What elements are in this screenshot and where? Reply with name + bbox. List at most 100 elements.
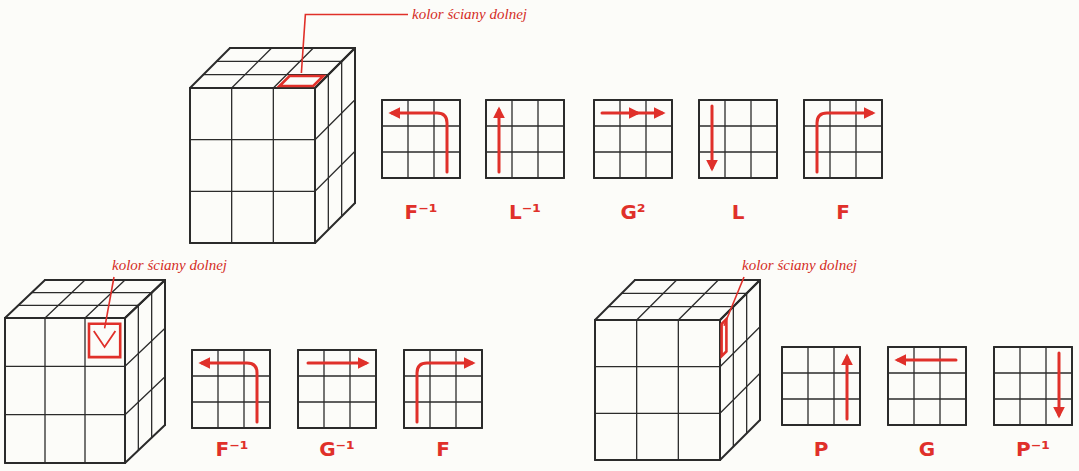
face-grid bbox=[699, 99, 777, 101]
rubik-cube bbox=[190, 48, 355, 243]
cube-edge bbox=[595, 319, 720, 321]
face-grid bbox=[298, 427, 376, 429]
cube-edge bbox=[315, 48, 355, 88]
cube-edge bbox=[328, 75, 329, 230]
face-grid bbox=[191, 350, 193, 428]
face-grid bbox=[481, 350, 483, 428]
cube-edge bbox=[637, 280, 677, 320]
face-grid bbox=[804, 177, 882, 179]
turn-arrow bbox=[846, 357, 849, 419]
cube-edge bbox=[594, 320, 596, 460]
annotation-note: kolor ściany dolnej bbox=[412, 6, 527, 23]
cube-edge bbox=[125, 377, 165, 415]
face-grid bbox=[381, 100, 383, 178]
face-grid bbox=[807, 347, 808, 425]
cube-edge bbox=[635, 279, 760, 281]
turn-arrow bbox=[817, 113, 872, 172]
face-diagram bbox=[804, 100, 882, 178]
face-grid bbox=[486, 177, 564, 179]
cube-edge bbox=[720, 420, 760, 460]
face-grid bbox=[724, 100, 725, 178]
cube-edge bbox=[678, 280, 718, 320]
turn-arrow bbox=[1058, 353, 1061, 415]
face-grid bbox=[486, 99, 564, 101]
face-diagram bbox=[994, 347, 1072, 425]
face-diagram bbox=[382, 100, 460, 178]
move-label: G bbox=[919, 437, 935, 461]
face-diagram bbox=[782, 347, 860, 425]
face-grid bbox=[459, 100, 461, 178]
cube-edge bbox=[5, 414, 125, 415]
face-grid bbox=[859, 347, 861, 425]
cube-edge bbox=[622, 293, 747, 294]
cube-edge bbox=[44, 318, 45, 463]
cube-edge bbox=[190, 139, 315, 140]
move-label: F bbox=[436, 437, 450, 461]
turn-arrow bbox=[498, 110, 501, 172]
cube-edge bbox=[230, 47, 355, 49]
cube-edge bbox=[315, 203, 355, 243]
cube-edge bbox=[232, 48, 272, 88]
cube-edge bbox=[341, 61, 342, 216]
cube-edge bbox=[125, 425, 165, 463]
cube-edge bbox=[315, 151, 355, 191]
face-grid bbox=[511, 100, 512, 178]
face-grid bbox=[298, 401, 376, 402]
face-grid bbox=[671, 100, 673, 178]
face-grid bbox=[375, 350, 377, 428]
cube-edge bbox=[315, 100, 355, 140]
cube-edge bbox=[164, 280, 166, 425]
face-grid bbox=[750, 100, 751, 178]
turn-arrow bbox=[635, 112, 662, 115]
face-grid bbox=[298, 349, 376, 351]
face-grid bbox=[776, 100, 778, 178]
face-grid bbox=[382, 177, 460, 179]
face-grid bbox=[698, 100, 700, 178]
turn-arrow bbox=[711, 106, 714, 168]
move-label: L⁻¹ bbox=[509, 200, 541, 224]
face-grid bbox=[297, 350, 299, 428]
face-diagram bbox=[699, 100, 777, 178]
face-grid bbox=[782, 346, 860, 348]
rubik-cube bbox=[595, 280, 760, 460]
cube-edge bbox=[45, 280, 85, 318]
face-diagram bbox=[404, 350, 482, 428]
cube-edge bbox=[608, 306, 733, 307]
cube-edge bbox=[84, 318, 85, 463]
cube-edge bbox=[315, 48, 355, 88]
annotation-note: kolor ściany dolnej bbox=[742, 257, 857, 274]
face-grid bbox=[192, 349, 270, 351]
move-label: F⁻¹ bbox=[216, 437, 249, 461]
face-grid bbox=[994, 346, 1072, 348]
bottom-colour-mark bbox=[280, 76, 324, 86]
cube-edge bbox=[125, 280, 165, 318]
face-grid bbox=[594, 125, 672, 126]
turn-arrow bbox=[898, 359, 956, 362]
cube-edge bbox=[5, 462, 125, 464]
face-grid bbox=[298, 375, 376, 376]
cube-edge bbox=[595, 366, 720, 367]
cube-edge bbox=[678, 320, 679, 460]
face-diagram bbox=[486, 100, 564, 178]
rubik-cube bbox=[5, 280, 165, 463]
leader-line bbox=[105, 277, 114, 328]
cube-edge bbox=[314, 88, 316, 243]
cube-edge bbox=[4, 318, 6, 463]
cube-edge bbox=[190, 242, 315, 244]
face-grid bbox=[382, 99, 460, 101]
cube-edge bbox=[45, 279, 165, 281]
face-grid bbox=[804, 99, 882, 101]
cube-edge bbox=[85, 280, 125, 318]
cube-edge bbox=[273, 88, 274, 243]
annotation-note: kolor ściany dolnej bbox=[112, 257, 227, 274]
face-grid bbox=[192, 427, 270, 429]
cube-edge bbox=[759, 280, 761, 420]
face-grid bbox=[994, 424, 1072, 426]
leader-line bbox=[301, 15, 408, 74]
cube-edge bbox=[636, 320, 637, 460]
move-label: F bbox=[836, 200, 850, 224]
face-grid bbox=[563, 100, 565, 178]
cube-edge bbox=[5, 366, 125, 367]
cube-edge bbox=[720, 373, 760, 413]
